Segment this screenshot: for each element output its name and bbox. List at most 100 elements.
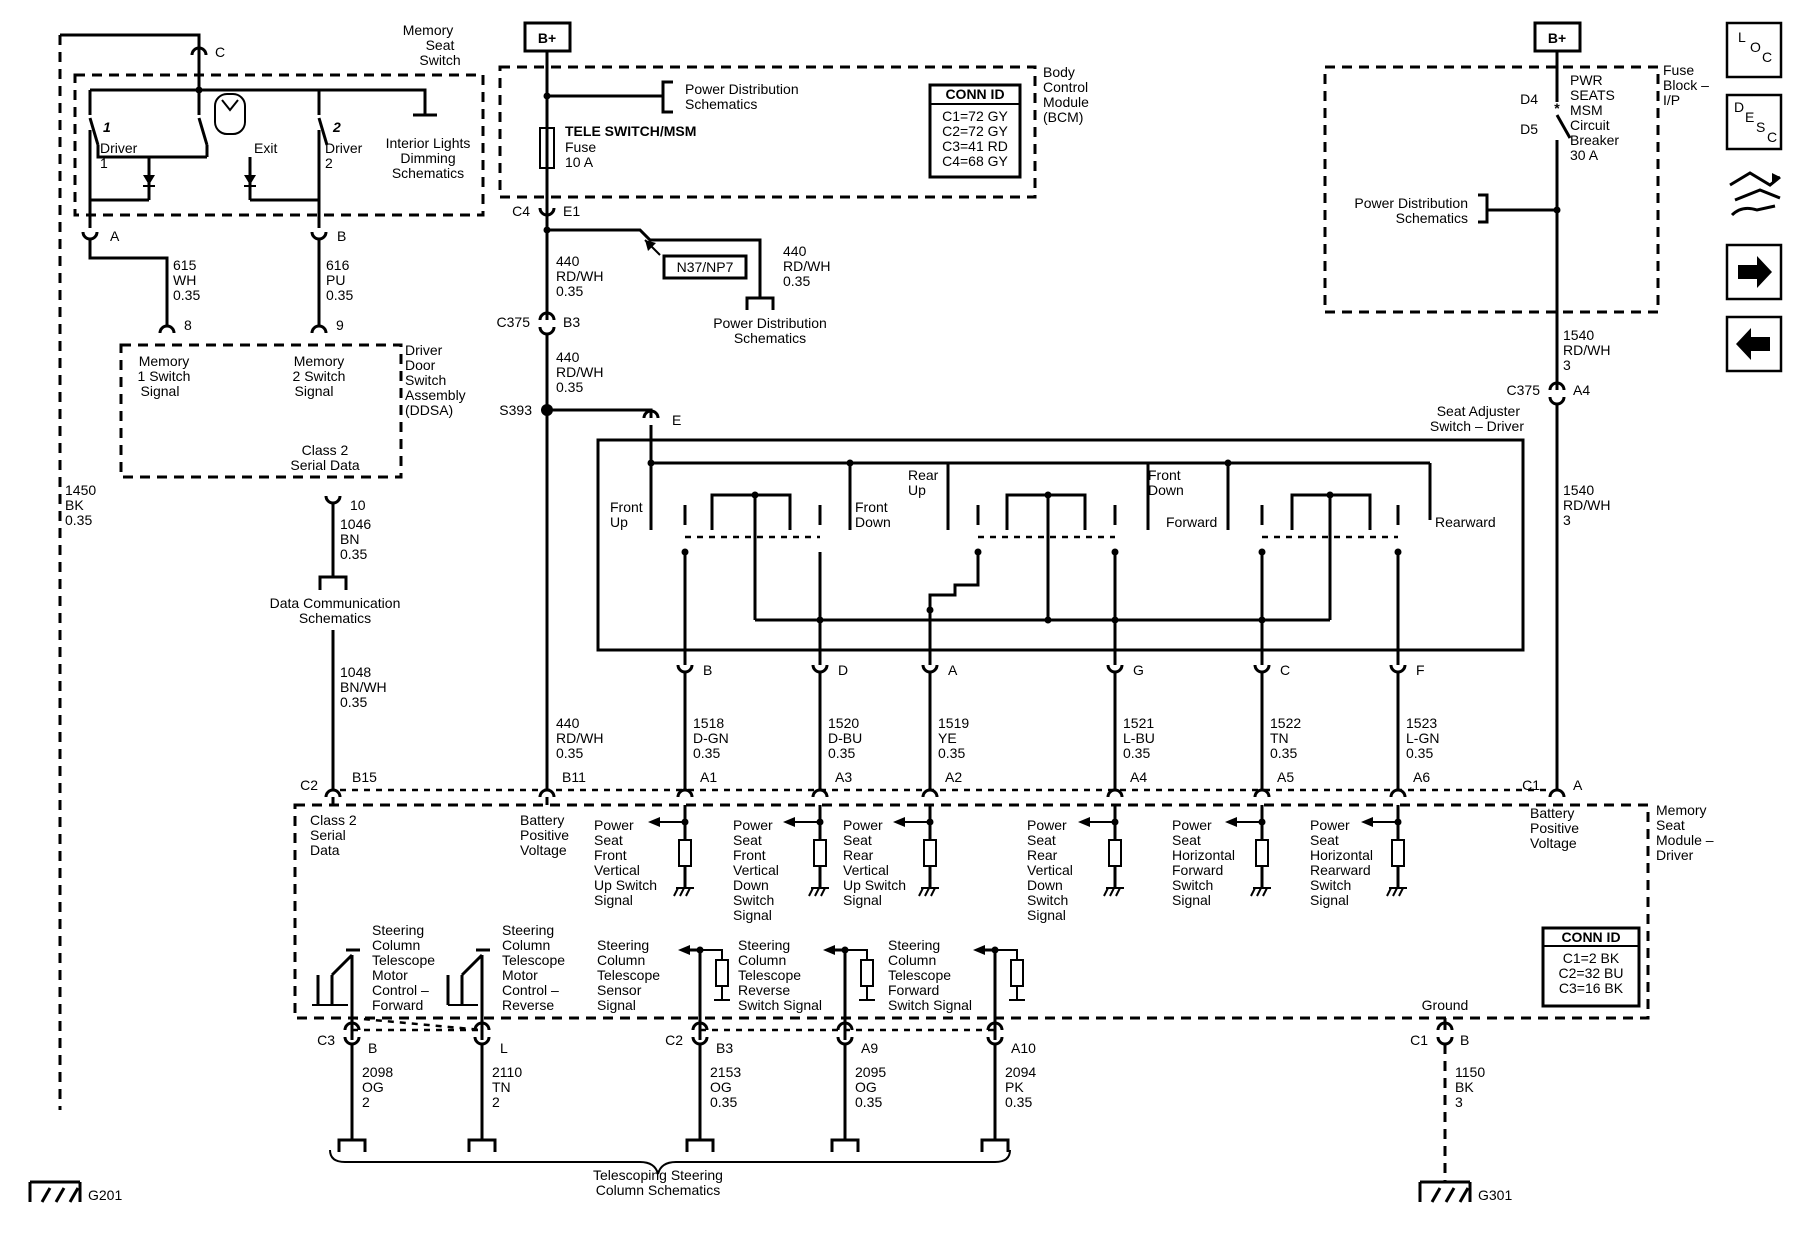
loc-button[interactable]: L O C — [1725, 21, 1783, 79]
breaker-label-5: Breaker — [1570, 132, 1619, 148]
memory-seat-switch: Memory Seat Switch C 1 2 Driver 1 Exit D… — [60, 22, 485, 244]
sig5-label: Seat — [1172, 832, 1201, 848]
msm-bottom-pins: C3 B L C2 B3 A9 A10 C1 B — [317, 1016, 1469, 1056]
sc-sensor-label: Column — [597, 952, 645, 968]
power-dist-label: Power Distribution — [713, 315, 827, 331]
s393-label: S393 — [499, 402, 532, 418]
bcm-box — [498, 65, 1037, 199]
wire-1523-color: L-GN — [1406, 730, 1439, 746]
fuse-block-box — [1323, 65, 1660, 314]
sc-fwd-sw-label: Forward — [888, 982, 939, 998]
data-comm-label: Data Communication — [270, 595, 401, 611]
loc-icon-c: C — [1762, 49, 1772, 65]
connector-icon[interactable] — [1729, 171, 1781, 217]
wire-1519-gauge: 0.35 — [938, 745, 965, 761]
breaker-rating: 30 A — [1570, 147, 1599, 163]
wire-1540-gauge: 3 — [1563, 512, 1571, 528]
pin-a-label: A — [110, 228, 120, 244]
g201-label: G201 — [88, 1187, 122, 1203]
loc-icon-o: O — [1750, 39, 1761, 55]
g301-label: G301 — [1478, 1187, 1512, 1203]
pin-label: C2 — [665, 1032, 683, 1048]
prev-arrow-button[interactable] — [1725, 315, 1783, 373]
front-down-label-2: Down — [1148, 482, 1184, 498]
sc-sensor-label: Sensor — [597, 982, 642, 998]
desc-button[interactable]: D E S C — [1725, 93, 1783, 151]
memory-seat-switch-title: Memory — [403, 22, 454, 38]
telescoping-label: Telescoping Steering — [593, 1167, 723, 1183]
wire-1523-gauge: 0.35 — [1406, 745, 1433, 761]
sig2-label: Seat — [733, 832, 762, 848]
wire-440-color: RD/WH — [556, 364, 603, 380]
sig3-label: Seat — [843, 832, 872, 848]
breaker-label: PWR — [1570, 72, 1603, 88]
pin-c-label: C — [215, 44, 225, 60]
msm-signal-inputs — [648, 805, 1407, 897]
mem1-label-3: Signal — [141, 383, 180, 399]
pin-label: C1 — [1522, 777, 1540, 793]
pin-b-label: B — [337, 228, 346, 244]
sig6-label: Rearward — [1310, 862, 1371, 878]
pin-label: C3 — [317, 1032, 335, 1048]
sc-fwd-label: Steering — [372, 922, 424, 938]
wire-440-number: 440 — [783, 243, 807, 259]
pin-label: A4 — [1130, 769, 1147, 785]
wire-1540-gauge: 3 — [1563, 357, 1571, 373]
sc-rev-sw-label: Telescope — [738, 967, 801, 983]
breaker-label-3: MSM — [1570, 102, 1603, 118]
msm-ground-label: Ground — [1422, 997, 1469, 1013]
sc-sensor-label: Telescope — [597, 967, 660, 983]
sig4-label: Signal — [1027, 907, 1066, 923]
pin-label: A1 — [700, 769, 717, 785]
wire-1048-gauge: 0.35 — [340, 694, 367, 710]
msm-conn-id-box — [1541, 926, 1641, 1008]
sig5-label: Switch — [1172, 877, 1213, 893]
sig3-label: Vertical — [843, 862, 889, 878]
wire-615-color: WH — [173, 272, 196, 288]
memory-seat-switch-title-2: Seat — [426, 37, 455, 53]
msm-class2-label-3: Data — [310, 842, 340, 858]
power-dist-label-2: Schematics — [734, 330, 806, 346]
c375-label: C375 — [497, 314, 531, 330]
wire-2098-number: 2098 — [362, 1064, 393, 1080]
sig4-label: Power — [1027, 817, 1067, 833]
steering-switch-signals: Steering Column Telescope Sensor Signal … — [597, 937, 1025, 1040]
pin-label: B — [368, 1040, 377, 1056]
fuse-name: TELE SWITCH/MSM — [565, 123, 696, 139]
wire-1540-color: RD/WH — [1563, 342, 1610, 358]
wire-1522-number: 1522 — [1270, 715, 1301, 731]
msm-class2-label-2: Serial — [310, 827, 346, 843]
bcm-conn-id-title: CONN ID — [945, 86, 1004, 102]
sig1-label: Front — [594, 847, 627, 863]
wire-440-number: 440 — [556, 253, 580, 269]
desc-icon: D — [1734, 99, 1744, 115]
wire-440-color: RD/WH — [556, 268, 603, 284]
wire-1519-number: 1519 — [938, 715, 969, 731]
mem2-label-3: Signal — [295, 383, 334, 399]
data-comm-label-2: Schematics — [299, 610, 371, 626]
telescoping-label-2: Column Schematics — [596, 1182, 721, 1198]
pin-label: G — [1133, 662, 1144, 678]
front-up-label-2: Up — [610, 514, 628, 530]
pin-label: A2 — [945, 769, 962, 785]
msm-battery-label: Battery — [1530, 805, 1574, 821]
fuse-power-dist-label-2: Schematics — [1396, 210, 1468, 226]
wire-440-gauge: 0.35 — [556, 745, 583, 761]
sig5-label: Power — [1172, 817, 1212, 833]
sig2-label: Signal — [733, 907, 772, 923]
rear-up-label-2: Up — [908, 482, 926, 498]
signal-wires: 1518 D-GN 0.35 1520 D-BU 0.35 1519 YE 0.… — [683, 672, 1439, 790]
msm-battery-label-2: Positive — [520, 827, 569, 843]
desc-icon-e: E — [1745, 109, 1754, 125]
bottom-wires: 2098 OG 2 2110 TN 2 2153 OG 0.35 2095 OG… — [329, 1044, 1485, 1198]
ddsa-title-3: Switch — [405, 372, 446, 388]
pin-label: A9 — [861, 1040, 878, 1056]
next-arrow-button[interactable] — [1725, 243, 1783, 301]
fuse-block-title: Fuse — [1663, 62, 1694, 78]
seat-adjuster-pins: B D A G C F — [676, 662, 1425, 678]
mem2-label-2: 2 Switch — [293, 368, 346, 384]
pin-label: B15 — [352, 769, 377, 785]
sig6-label: Power — [1310, 817, 1350, 833]
sc-rev-sw-label: Steering — [738, 937, 790, 953]
loc-icon: L — [1738, 29, 1746, 45]
